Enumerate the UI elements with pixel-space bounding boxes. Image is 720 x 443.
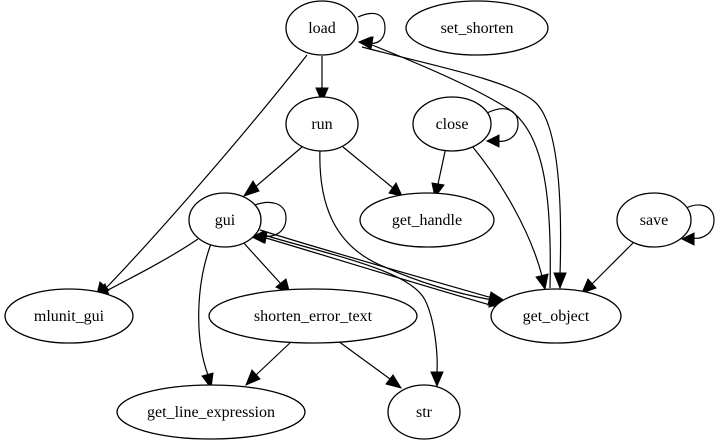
edge-shorten-error-text-get-line-expression — [245, 340, 293, 386]
node-get-line-expression: get_line_expression — [116, 384, 306, 440]
node-run-label: run — [311, 116, 332, 133]
node-set-shorten-label: set_shorten — [441, 20, 514, 37]
edge-gui-shorten-error-text — [241, 240, 291, 295]
node-get-handle: get_handle — [359, 192, 495, 248]
node-gui-label: gui — [215, 212, 236, 229]
edge-load-get-object — [361, 46, 567, 290]
node-save-label: save — [640, 212, 668, 229]
node-shorten-error-text: shorten_error_text — [208, 288, 418, 344]
node-get-object-label: get_object — [523, 308, 590, 325]
edge-close-close — [485, 108, 519, 148]
edge-load-mlunit-gui — [95, 54, 308, 300]
node-close-label: close — [436, 116, 469, 133]
edge-get-object-gui — [251, 231, 498, 308]
edge-gui-get-line-expression — [198, 240, 214, 390]
edge-shorten-error-text-str — [337, 340, 403, 389]
edge-gui-str — [263, 234, 444, 388]
node-run: run — [285, 96, 359, 152]
node-shorten-error-text-label: shorten_error_text — [254, 308, 373, 325]
node-str-label: str — [416, 404, 433, 421]
edge-close-get-object — [471, 145, 549, 291]
node-save: save — [616, 192, 692, 248]
node-get-handle-label: get_handle — [392, 212, 462, 229]
node-load: load — [285, 0, 359, 56]
edge-run-get-handle — [342, 146, 403, 197]
node-set-shorten: set_shorten — [405, 0, 549, 56]
edge-get-object-load — [358, 36, 551, 289]
edge-save-get-object — [581, 241, 635, 294]
node-str: str — [387, 384, 461, 440]
node-get-line-expression-label: get_line_expression — [147, 404, 275, 421]
node-get-object: get_object — [490, 288, 622, 344]
node-load-label: load — [308, 20, 336, 37]
node-mlunit-gui: mlunit_gui — [4, 288, 134, 344]
node-gui: gui — [188, 192, 262, 248]
edge-load-run — [315, 56, 329, 104]
node-close: close — [412, 96, 492, 152]
node-mlunit-gui-label: mlunit_gui — [34, 308, 105, 325]
edge-gui-mlunit-gui — [92, 238, 199, 297]
edge-run-gui — [242, 146, 303, 197]
edge-close-get-handle — [431, 146, 447, 199]
edge-save-save — [680, 204, 715, 246]
